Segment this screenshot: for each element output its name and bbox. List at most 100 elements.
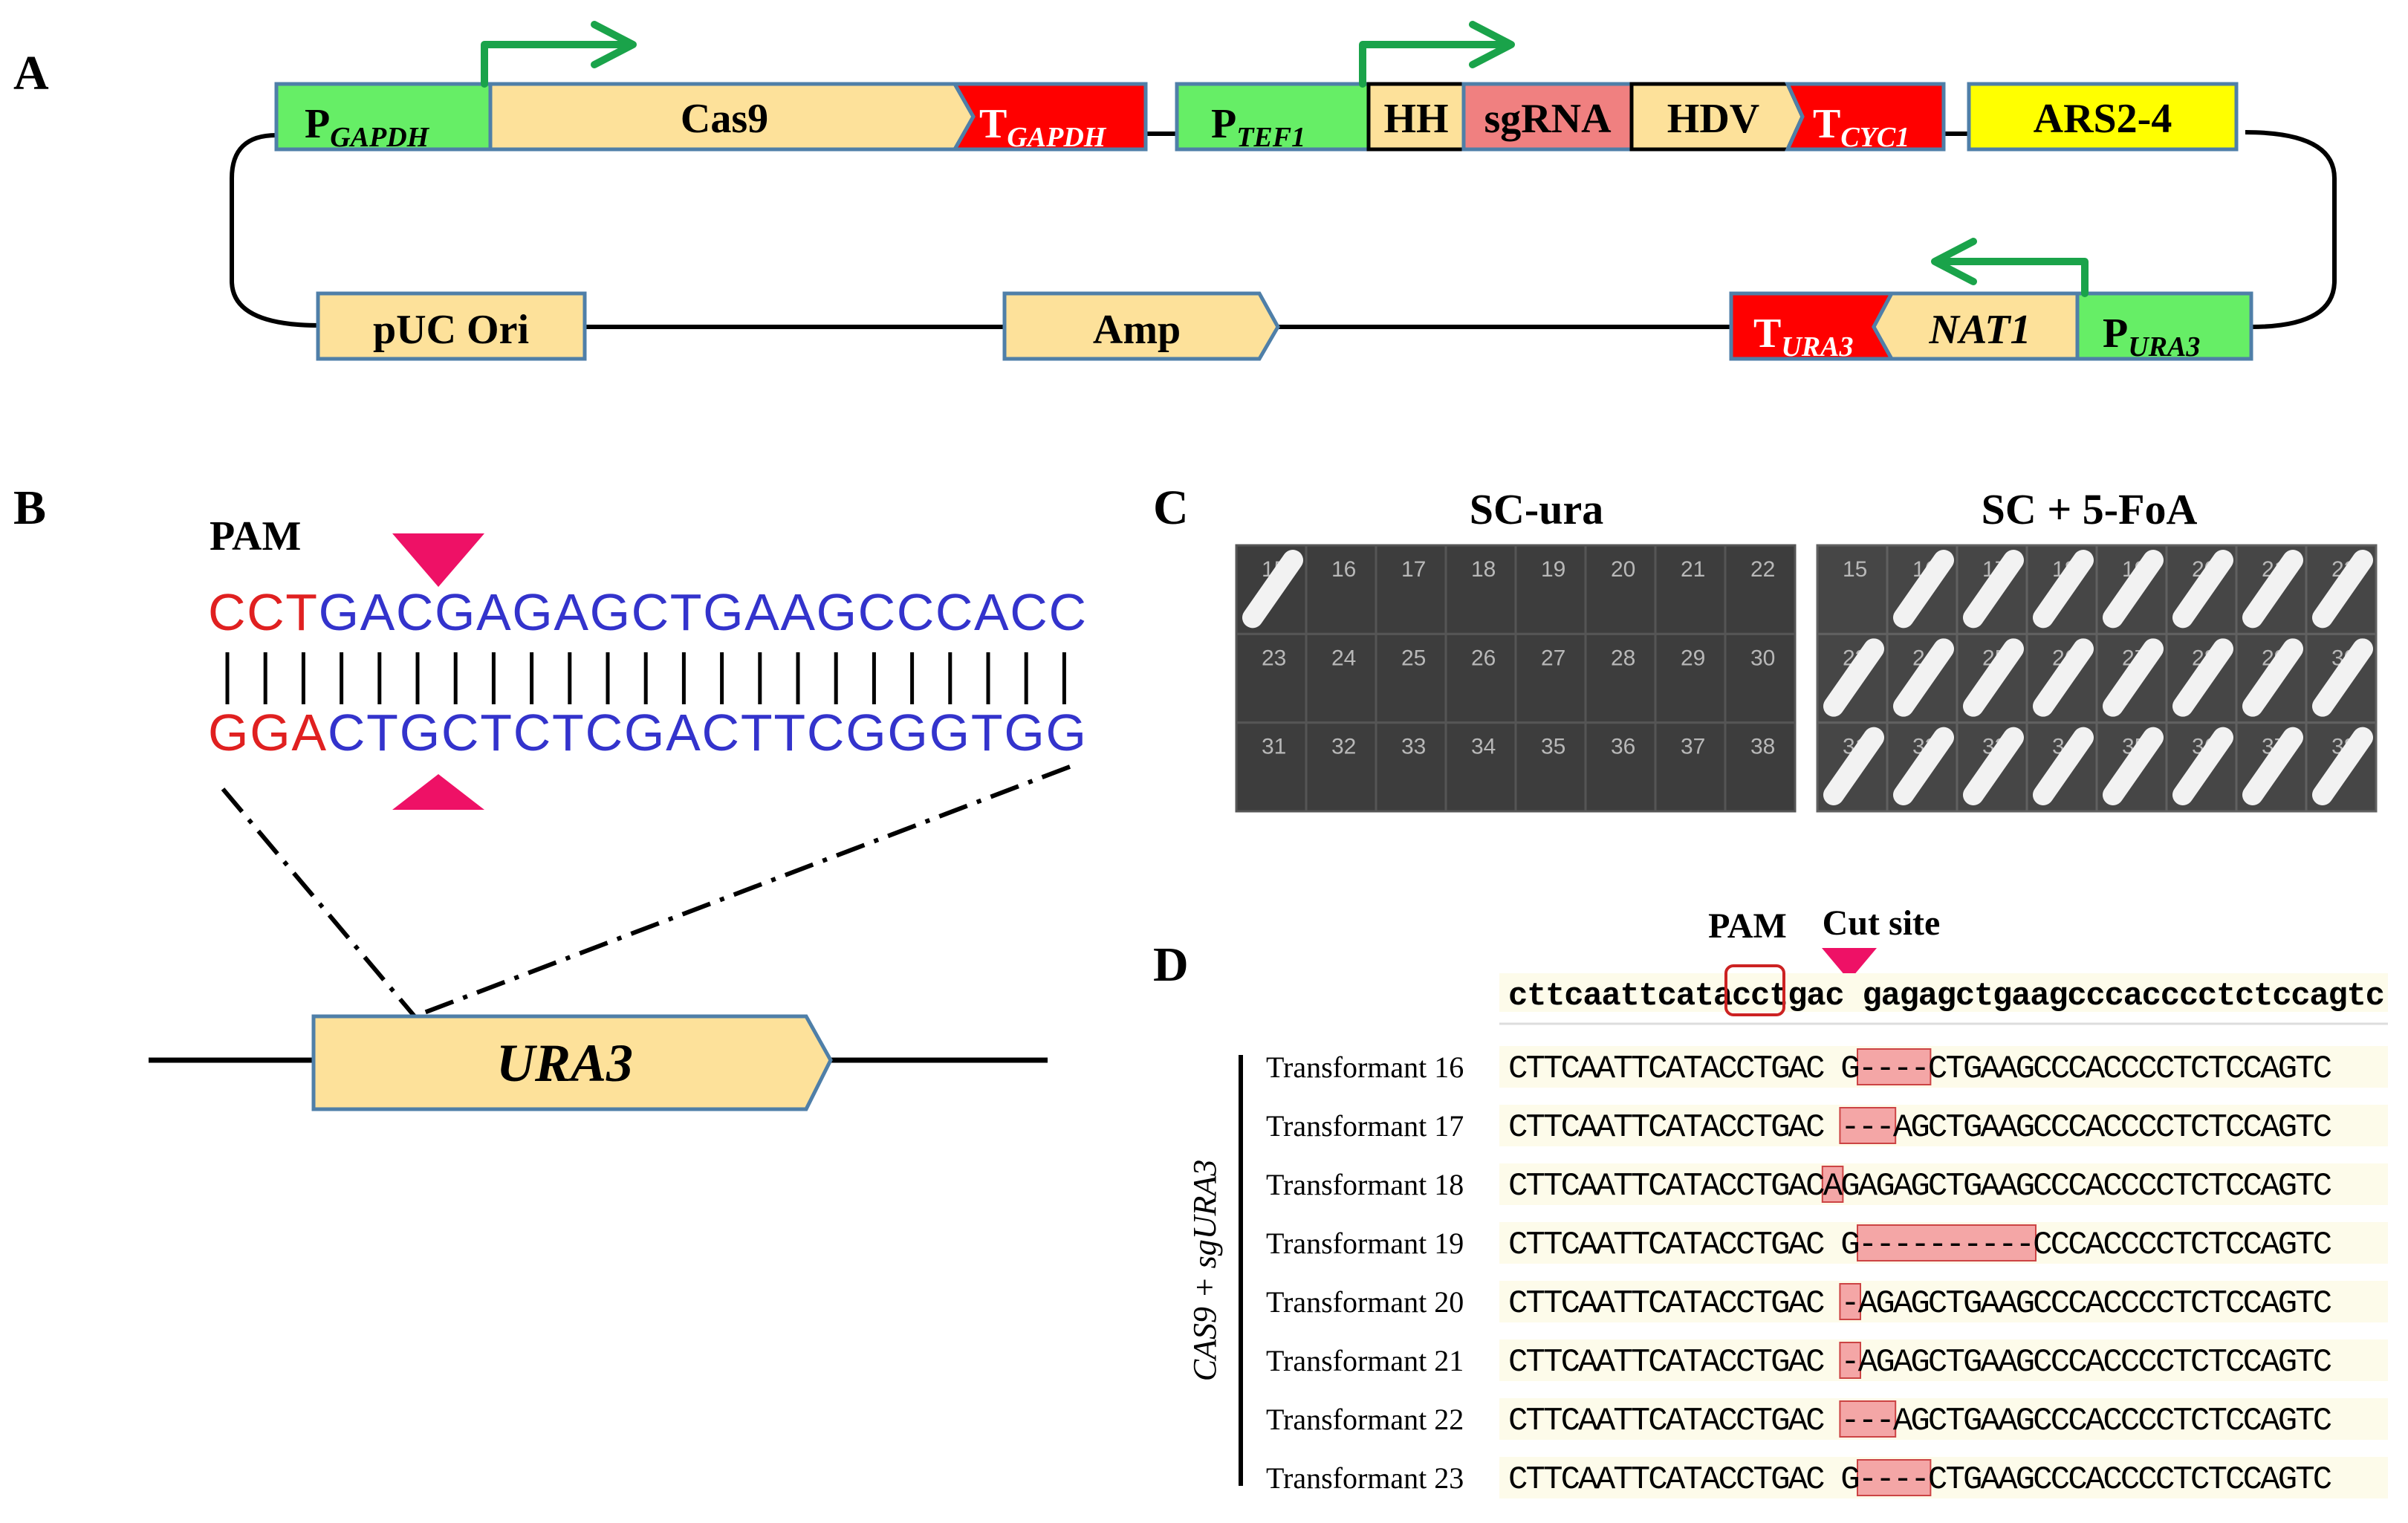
svg-text:HH: HH xyxy=(1383,96,1448,142)
colony-streak xyxy=(1893,638,1954,717)
colony-streak xyxy=(1893,727,1954,805)
reference-sequence: cttcaattcatacctgac gagagctgaagcccacccctc… xyxy=(1508,978,2385,1015)
element-nat1: NAT1 xyxy=(1872,291,2080,361)
alignment-row-bg xyxy=(1499,1281,2388,1322)
plate-cell-number: 22 xyxy=(1750,557,1775,582)
reference-background xyxy=(1499,973,2388,1012)
plate-sc-5foa: 1516171819202122232425262728293031323334… xyxy=(1816,544,2378,813)
svg-text:HDV: HDV xyxy=(1667,96,1759,142)
colony-streak xyxy=(2033,727,2094,805)
base-pair-bonds xyxy=(225,652,1066,704)
colony-streak xyxy=(2103,638,2164,717)
alignment-row-bg xyxy=(1499,1339,2388,1381)
plate-cell-number: 33 xyxy=(1401,735,1426,759)
colony-streak xyxy=(2172,550,2233,629)
alignment-sequence: CTTCAATTCATACCTGAC G----CTGAAGCCCACCCCTC… xyxy=(1508,1461,2332,1498)
element-ars: ARS2-4 xyxy=(1967,82,2239,152)
colony-streak xyxy=(2242,550,2303,629)
element-hdv: HDV xyxy=(1629,82,1805,152)
svg-text:TCYC1: TCYC1 xyxy=(1813,101,1909,153)
transformant-label: Transformant 18 xyxy=(1266,1168,1464,1201)
colony-streak xyxy=(2312,550,2373,629)
colony-streak xyxy=(2242,638,2303,717)
svg-text:NAT1: NAT1 xyxy=(1929,307,2031,353)
element-puc-ori: pUC Ori xyxy=(316,291,587,361)
transformant-label: Transformant 19 xyxy=(1266,1227,1464,1260)
transformant-label: Transformant 16 xyxy=(1266,1050,1464,1084)
element-hh: HH xyxy=(1366,82,1466,152)
plate-cell xyxy=(2305,721,2378,813)
mutation-highlight xyxy=(1839,1107,1897,1144)
plate-cell-number: 28 xyxy=(1611,646,1635,670)
element-t-ura3: TURA3 xyxy=(1729,291,1895,363)
plate-cell-number: 37 xyxy=(1681,735,1705,759)
plate-cell-number: 18 xyxy=(1471,557,1496,582)
transcription-arrow-nat1 xyxy=(1931,238,2089,297)
colony-streak xyxy=(1893,550,1954,629)
cut-marker-top xyxy=(392,533,484,587)
svg-text:TURA3: TURA3 xyxy=(1753,311,1854,363)
svg-text:PTEF1: PTEF1 xyxy=(1211,101,1305,153)
colony-streak xyxy=(1242,550,1303,629)
colony-streak xyxy=(1963,550,2024,629)
colony-streak xyxy=(2312,727,2373,805)
plate-cell-number: 32 xyxy=(1331,735,1356,759)
colony-streak xyxy=(1963,638,2024,717)
transformant-label: Transformant 22 xyxy=(1266,1403,1464,1436)
plate-cell-number: 31 xyxy=(1262,735,1286,759)
sequence-top-strand: CCTGACGAGAGCTGAAGCCCACC xyxy=(208,583,1086,641)
plate-cell-number: 24 xyxy=(1331,646,1356,670)
promoter-arrows xyxy=(481,21,2089,297)
alignment-row-bg xyxy=(1499,1163,2388,1205)
plate-cell-number: 35 xyxy=(1541,735,1565,759)
alignment-sequence: CTTCAATTCATACCTGACAGAGAGCTGAAGCCCACCCCTC… xyxy=(1508,1168,2332,1205)
plasmid-backbone xyxy=(230,130,2337,329)
plate-cell-number: 27 xyxy=(1541,646,1565,670)
plate-title-left: SC-ura xyxy=(1470,485,1603,533)
element-amp: Amp xyxy=(1002,291,1280,361)
colony-streak xyxy=(1823,727,1884,805)
colony-streak xyxy=(2172,638,2233,717)
plate-cell-number: 29 xyxy=(1681,646,1705,670)
plate-title-right: SC + 5-FoA xyxy=(1982,485,2198,533)
transformant-label: Transformant 17 xyxy=(1266,1109,1464,1143)
alignment-row-bg xyxy=(1499,1046,2388,1088)
colony-streak xyxy=(2033,638,2094,717)
alignment-sequence: CTTCAATTCATACCTGAC G----------CCCACCCCTC… xyxy=(1508,1227,2332,1264)
alignment-rows: Transformant 16 CTTCAATTCATACCTGAC G----C… xyxy=(1266,1046,2388,1498)
transformant-label: Transformant 21 xyxy=(1266,1344,1464,1377)
transformant-label: Transformant 23 xyxy=(1266,1461,1464,1495)
group-label: CAS9 + sgURA3 xyxy=(1187,1160,1223,1382)
mutation-highlight xyxy=(1839,1283,1861,1320)
alignment-sequence: CTTCAATTCATACCTGAC -AGAGCTGAAGCCCACCCCTC… xyxy=(1508,1285,2332,1322)
colony-streak xyxy=(2103,727,2164,805)
cut-marker-bottom xyxy=(392,774,484,810)
element-p-tef1: PTEF1 xyxy=(1175,82,1371,153)
element-sgrna: sgRNA xyxy=(1461,82,1634,152)
alignment-sequence: CTTCAATTCATACCTGAC -AGAGCTGAAGCCCACCCCTC… xyxy=(1508,1344,2332,1381)
transformant-label: Transformant 20 xyxy=(1266,1285,1464,1319)
alignment-sequence: CTTCAATTCATACCTGAC G----CTGAAGCCCACCCCTC… xyxy=(1508,1050,2332,1088)
plate-cell-number: 15 xyxy=(1843,557,1867,582)
svg-text:TGAPDH: TGAPDH xyxy=(979,101,1107,153)
svg-text:URA3: URA3 xyxy=(496,1033,633,1093)
plate-cell-number: 34 xyxy=(1471,735,1496,759)
svg-text:pUC Ori: pUC Ori xyxy=(373,307,529,353)
colony-streak xyxy=(2103,550,2164,629)
alignment-sequence: CTTCAATTCATACCTGAC ---AGCTGAAGCCCACCCCTC… xyxy=(1508,1403,2332,1440)
pam-label-d: PAM xyxy=(1708,906,1787,946)
cut-site-marker xyxy=(1822,948,1877,981)
plate-sc-ura: 1516171819202122232425262728293031323334… xyxy=(1235,544,1797,813)
colony-streak xyxy=(1963,727,2024,805)
pam-label-b: PAM xyxy=(210,513,301,559)
ura3-gene: URA3 xyxy=(311,1014,833,1111)
svg-text:ARS2-4: ARS2-4 xyxy=(2034,96,2172,142)
cut-site-label: Cut site xyxy=(1823,903,1941,943)
plate-cell xyxy=(1724,721,1797,813)
svg-text:sgRNA: sgRNA xyxy=(1484,96,1612,142)
element-t-gapdh: TGAPDH xyxy=(951,82,1148,153)
plate-cell-number: 23 xyxy=(1262,646,1286,670)
panel-label-a: A xyxy=(13,46,49,100)
alignment-row-bg xyxy=(1499,1457,2388,1498)
